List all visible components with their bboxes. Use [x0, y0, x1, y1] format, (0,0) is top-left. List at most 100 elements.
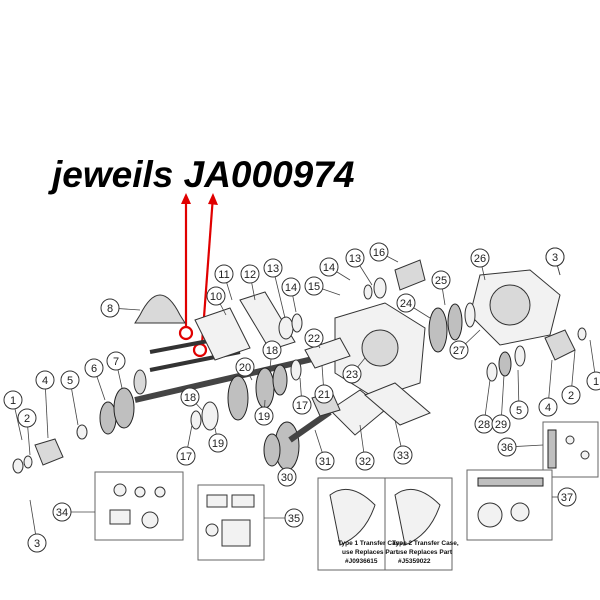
type1-line1: Type 1 Transfer Case, [338, 540, 405, 547]
callout-circle [281, 277, 301, 297]
callout-number: 27 [453, 345, 465, 357]
callout-c10: 10 [206, 286, 227, 316]
callout-c23: 23 [342, 357, 366, 384]
callout-circle [214, 264, 234, 284]
callout-c36: 36 [497, 437, 544, 457]
type2-line2: use Replaces Part [396, 549, 453, 556]
callout-circle [17, 408, 37, 428]
callout-number: 29 [495, 419, 507, 431]
callout-circle [561, 385, 581, 405]
callout-number: 30 [281, 472, 293, 484]
callout-circle [263, 258, 283, 278]
annotation-arrows [178, 193, 218, 358]
callout-number: 15 [308, 281, 320, 293]
callout-number: 5 [67, 375, 73, 387]
callout-c16: 16 [369, 242, 399, 263]
callout-circle [557, 487, 577, 507]
callout-circle [393, 445, 413, 465]
callout-circle [449, 340, 469, 360]
callout-c26: 26 [470, 248, 490, 281]
callout-c19a: 19 [208, 427, 228, 453]
callout-number: 12 [244, 269, 256, 281]
type1-line3: #J0936615 [345, 558, 378, 565]
callout-circle [314, 384, 334, 404]
callout-c1a: 1 [3, 390, 23, 441]
callout-c8: 8 [100, 298, 141, 318]
callout-number: 17 [180, 451, 192, 463]
kit-boxes [94, 421, 599, 571]
callout-circle [342, 364, 362, 384]
callout-number: 22 [308, 333, 320, 345]
gear-7-shape [113, 387, 135, 429]
callout-circle [545, 247, 565, 267]
callout-c31: 31 [314, 429, 335, 471]
callout-c33: 33 [393, 419, 413, 465]
callout-number: 18 [266, 345, 278, 357]
callout-circle [240, 264, 260, 284]
callout-number: 16 [373, 247, 385, 259]
callout-circle [396, 293, 416, 313]
callout-circle [176, 446, 196, 466]
callout-number: 32 [359, 456, 371, 468]
parts-group [12, 259, 587, 474]
callout-circle [304, 328, 324, 348]
callout-circle [431, 270, 451, 290]
callout-c18a: 18 [180, 387, 203, 411]
callout-c13b: 13 [345, 248, 373, 286]
callout-c13a: 13 [263, 258, 286, 319]
callout-circle [84, 358, 104, 378]
callout-number: 11 [218, 269, 229, 281]
callout-number: 37 [561, 492, 573, 504]
type1-line2: use Replaces Part [342, 549, 399, 556]
callout-circle [262, 340, 282, 360]
callout-circle [60, 370, 80, 390]
leader-line [44, 379, 49, 439]
callout-number: 2 [568, 390, 574, 402]
callout-number: 26 [474, 253, 486, 265]
callout-number: 19 [212, 438, 224, 450]
callout-c14a: 14 [281, 277, 301, 313]
callout-number: 28 [478, 419, 490, 431]
callout-circle [277, 467, 297, 487]
callout-circle [355, 451, 375, 471]
callout-c19b: 19 [254, 399, 274, 426]
callout-number: 3 [552, 252, 558, 264]
callout-c32: 32 [355, 424, 375, 471]
callout-c18b: 18 [262, 340, 282, 369]
callout-circle [586, 371, 600, 391]
callout-number: 36 [501, 442, 513, 454]
callout-c34: 34 [52, 502, 95, 522]
callout-number: 17 [296, 400, 308, 412]
callout-c17a: 17 [176, 424, 196, 466]
kit-box-34 [94, 471, 184, 541]
callout-circle [35, 370, 55, 390]
callout-circle [52, 502, 72, 522]
callout-c3a: 3 [27, 499, 47, 553]
callout-number: 35 [288, 513, 300, 525]
callout-c21: 21 [314, 364, 334, 404]
callout-c37: 37 [552, 487, 577, 507]
callout-circle [100, 298, 120, 318]
callout-circle [345, 248, 365, 268]
callout-number: 7 [113, 356, 119, 368]
callout-c20: 20 [235, 357, 255, 381]
callout-number: 8 [107, 303, 113, 315]
callout-number: 4 [545, 402, 551, 414]
callout-number: 4 [42, 375, 48, 387]
highlight-ring-upper [178, 325, 194, 341]
callout-number: 6 [91, 363, 97, 375]
type2-line3: #J5359022 [398, 558, 431, 565]
callout-number: 33 [397, 450, 409, 462]
callout-c12: 12 [240, 264, 260, 301]
callout-c11: 11 [214, 264, 234, 301]
type2-line1: Type 2 Transfer Case, [392, 540, 459, 547]
callout-number: 19 [258, 411, 270, 423]
callout-circle [319, 257, 339, 277]
callout-circle [292, 395, 312, 415]
callout-circle [284, 508, 304, 528]
callout-circle [491, 414, 511, 434]
callout-number: 3 [34, 538, 40, 550]
callout-c25: 25 [431, 270, 451, 306]
callout-circle [470, 248, 490, 268]
